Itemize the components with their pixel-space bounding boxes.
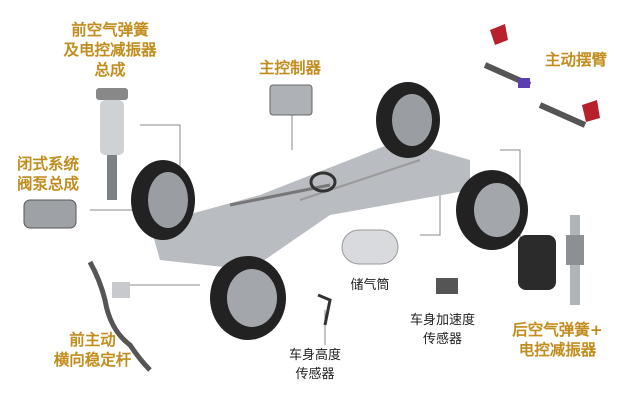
label-line: 主控制器 bbox=[258, 59, 321, 77]
label-main-controller: 主控制器 bbox=[250, 58, 330, 78]
label-rear-air-spring: 后空气弹簧+ 电控减振器 bbox=[505, 320, 610, 360]
label-line: 储气筒 bbox=[350, 278, 390, 293]
chassis-frame bbox=[150, 140, 470, 270]
label-line: 车身加速度 bbox=[409, 313, 475, 328]
label-line: 车身高度 bbox=[288, 348, 341, 363]
label-line: 传感器 bbox=[422, 332, 462, 347]
label-line: 电控减振器 bbox=[518, 341, 597, 359]
label-line: 主动摆臂 bbox=[544, 51, 607, 69]
label-line: 传感器 bbox=[295, 367, 335, 382]
label-active-swing-arm: 主动摆臂 bbox=[536, 50, 616, 70]
front-right-wheel bbox=[210, 256, 286, 340]
label-line: 阀泵总成 bbox=[16, 175, 79, 193]
label-front-stabilizer: 前主动 横向稳定杆 bbox=[50, 330, 135, 370]
label-air-tank: 储气筒 bbox=[340, 276, 400, 295]
front-air-spring-component bbox=[96, 88, 128, 200]
steering-wheel-icon bbox=[309, 171, 337, 193]
label-line: 闭式系统 bbox=[16, 155, 79, 173]
body-height-sensor-component bbox=[317, 293, 332, 326]
label-line: 总成 bbox=[94, 61, 126, 79]
rear-air-spring-component bbox=[518, 215, 584, 305]
front-stabilizer-component bbox=[87, 260, 152, 372]
rear-left-wheel bbox=[376, 82, 440, 158]
label-line: 后空气弹簧+ bbox=[512, 321, 603, 339]
front-left-wheel bbox=[131, 160, 195, 240]
main-controller-component bbox=[269, 84, 313, 116]
label-body-accel-sensor: 车身加速度 传感器 bbox=[400, 311, 485, 349]
label-body-height-sensor: 车身高度 传感器 bbox=[280, 346, 350, 384]
label-valve-pump: 闭式系统 阀泵总成 bbox=[8, 154, 88, 194]
label-front-air-spring: 前空气弹簧 及电控减振器 总成 bbox=[60, 20, 160, 80]
air-tank-component bbox=[341, 229, 399, 265]
label-line: 前空气弹簧 bbox=[71, 21, 149, 39]
label-line: 前主动 bbox=[69, 331, 116, 349]
active-swing-arm-component bbox=[483, 24, 600, 128]
valve-pump-component bbox=[23, 199, 77, 229]
label-line: 横向稳定杆 bbox=[53, 351, 132, 369]
rear-right-wheel bbox=[456, 170, 528, 250]
label-line: 及电控减振器 bbox=[63, 41, 157, 59]
body-accel-sensor-component bbox=[436, 278, 458, 294]
